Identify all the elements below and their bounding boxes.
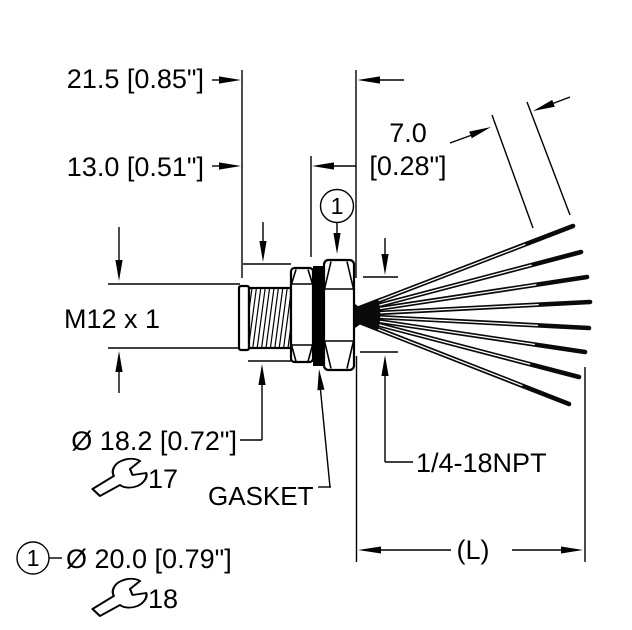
arrowhead-down-icon <box>115 260 123 281</box>
arrowhead-left-icon <box>357 76 380 84</box>
wire-core-stripe <box>378 243 526 302</box>
hex-nut-18 <box>322 258 356 372</box>
extension-line-diagonal <box>491 114 534 229</box>
hex1-wrench-size-label: 17 <box>148 464 178 494</box>
arrowhead-down-icon <box>259 241 267 262</box>
hex-chamfer <box>323 261 332 290</box>
arrowhead-up-icon <box>317 369 325 391</box>
gasket-callout: GASKET <box>208 369 331 511</box>
dimension-hex1-diameter: Ø 18.2 [0.72"] 17 <box>71 222 291 497</box>
dim-line <box>449 134 473 144</box>
hex-chamfer <box>307 269 314 285</box>
arrowhead-down-icon <box>381 254 389 275</box>
wire-fan <box>354 223 593 407</box>
dim-strip-mm-label: 7.0 <box>389 118 427 148</box>
wrench-icon <box>91 577 148 617</box>
arrowhead-downleft-icon <box>533 99 555 111</box>
wire-core-stripe <box>379 284 537 310</box>
connector-body <box>237 258 365 372</box>
leader-line <box>319 389 331 488</box>
gasket-seal <box>313 266 324 366</box>
balloon-callout-1: 1 <box>319 188 355 254</box>
mating-face-rim <box>237 284 251 352</box>
arrowhead-down-icon <box>333 233 341 254</box>
wire-core-stripe <box>377 328 523 387</box>
balloon-circle <box>16 541 50 575</box>
wire-core-stripe <box>380 303 539 314</box>
dim-strip-in-label: [0.28"] <box>369 151 446 181</box>
dimension-m12-thread: M12 x 1 <box>64 227 248 393</box>
wire-core-stripe <box>379 320 535 346</box>
dimension-strip-length: 7.0 [0.28"] <box>369 96 571 229</box>
thread-spec-label: M12 x 1 <box>64 304 160 334</box>
arrowhead-up-icon <box>115 351 123 372</box>
arrowhead-left-icon <box>312 162 334 170</box>
dim-thread-length-label: 13.0 [0.51"] <box>67 152 204 182</box>
hex1-diameter-label: Ø 18.2 [0.72"] <box>71 426 237 456</box>
balloon-circle <box>319 188 355 224</box>
extension-lines <box>241 70 357 278</box>
hex-chamfer <box>290 269 297 285</box>
note-balloon-1: 1 Ø 20.0 [0.79"] 18 <box>16 541 232 617</box>
hex-chamfer <box>323 340 332 369</box>
arrowhead-right-icon <box>219 76 241 84</box>
gasket-label: GASKET <box>208 481 314 511</box>
cable-length-label: (L) <box>457 535 490 565</box>
dim-body-length-label: 21.5 [0.85"] <box>67 64 204 94</box>
wire-core-stripe <box>379 264 532 306</box>
note1-wrench-size-label: 18 <box>148 584 178 614</box>
extension-line-diagonal <box>526 101 571 216</box>
dimension-thread-length: 13.0 [0.51"] <box>67 152 356 182</box>
arrowhead-right-icon <box>219 162 241 170</box>
dimension-cable-length: (L) <box>355 356 586 565</box>
arrowhead-right-icon <box>561 546 583 554</box>
thread-hatching <box>250 289 290 347</box>
arrowhead-upright-icon <box>469 127 491 139</box>
note1-diameter-label: Ø 20.0 [0.79"] <box>66 544 232 574</box>
balloon-number: 1 <box>331 193 344 219</box>
arrowhead-up-icon <box>258 364 266 385</box>
hex-chamfer <box>290 344 297 362</box>
dim-line <box>552 96 571 105</box>
arrowhead-left-icon <box>358 546 381 554</box>
balloon-number: 1 <box>27 545 40 571</box>
wire-core-stripe <box>379 324 531 365</box>
wire-core-stripe <box>380 316 539 327</box>
hex-chamfer <box>346 340 355 369</box>
hex-nut-17 <box>289 266 315 364</box>
dimension-body-length: 21.5 [0.85"] <box>67 64 404 94</box>
conduit-thread-label: 1/4-18NPT <box>416 448 547 478</box>
dimension-conduit-thread: 1/4-18NPT <box>360 238 547 478</box>
hex-chamfer <box>346 261 355 290</box>
wrench-icon <box>91 457 148 497</box>
arrowhead-up-icon <box>381 355 389 376</box>
hex-chamfer <box>307 344 314 362</box>
